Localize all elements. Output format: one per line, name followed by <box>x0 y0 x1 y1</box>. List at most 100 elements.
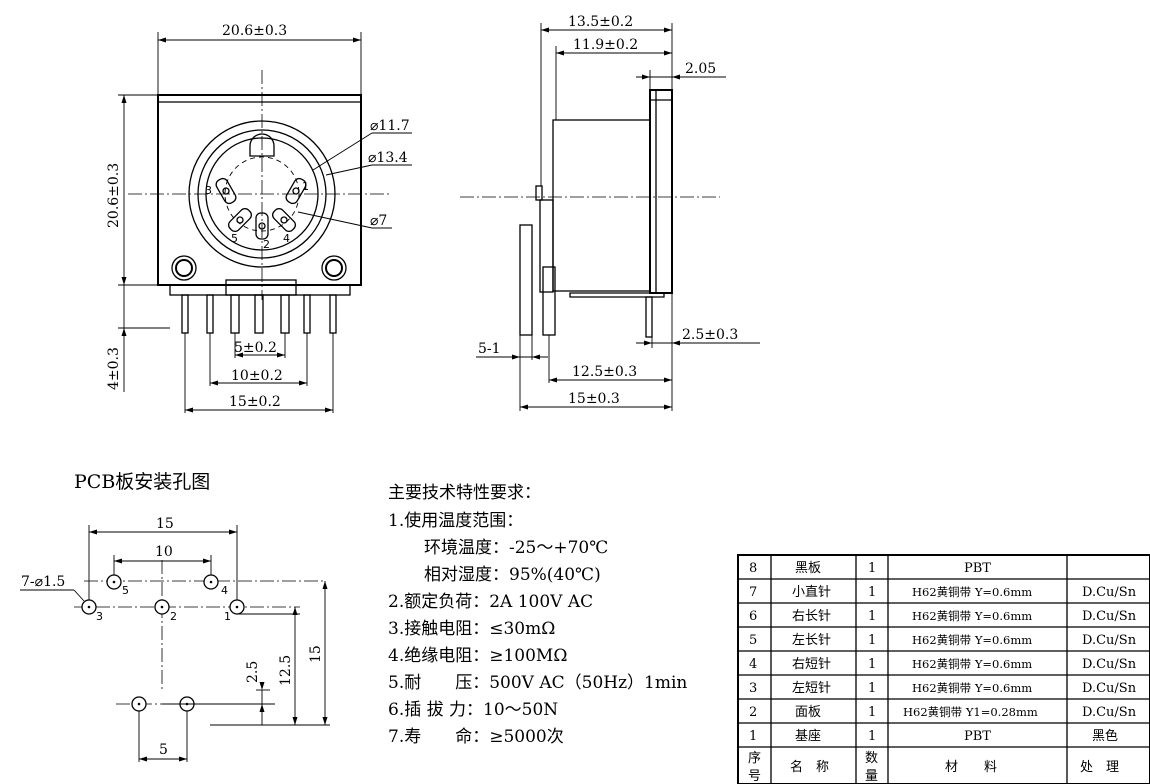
spec-line: 7.寿 命：≥5000次 <box>388 727 564 747</box>
bom-cell: 1 <box>868 657 876 672</box>
bom-cell: 基座 <box>795 729 821 744</box>
pcb-pin-label: 4 <box>221 584 228 597</box>
pcb-layout-title: PCB板安装孔图 <box>74 471 210 493</box>
spec-line: 3.接触电阻：≤30mΩ <box>388 619 555 639</box>
dim-outer-diameter: ⌀13.4 <box>368 150 408 166</box>
pin-label: 2 <box>263 238 270 251</box>
bom-cell: 黑板 <box>795 561 821 576</box>
bom-header-treatment: 处 理 <box>1080 760 1119 775</box>
bom-cell: D.Cu/Sn <box>1082 705 1137 720</box>
dim-pitch-15: 15±0.2 <box>229 394 281 410</box>
bom-header-qty: 数 <box>865 751 878 766</box>
bom-cell: 4 <box>749 657 757 672</box>
pcb-dim-10: 10 <box>155 544 173 560</box>
dim-pin-offset: 2.5±0.3 <box>682 327 738 343</box>
bom-cell: 右短针 <box>792 657 831 672</box>
bom-cell: 面板 <box>795 705 821 720</box>
bom-cell: 1 <box>868 561 876 576</box>
spec-title: 主要技术特性要求： <box>388 483 541 503</box>
contact-slots <box>215 177 307 240</box>
spec-line: 5.耐 压：500V AC（50Hz）1min <box>388 673 687 693</box>
bom-cell: D.Cu/Sn <box>1082 633 1137 648</box>
bom-cell: 左长针 <box>792 633 831 648</box>
bom-cell: PBT <box>964 729 991 744</box>
bom-cell: 1 <box>868 729 876 744</box>
bom-cell: H62黄铜带 Y1=0.28mm <box>903 705 1038 719</box>
inner-shell-circle <box>197 129 327 259</box>
pin-label: 4 <box>283 232 290 245</box>
pcb-dim-12-5: 12.5 <box>278 655 294 686</box>
bom-cell: H62黄铜带 Y=0.6mm <box>912 681 1032 695</box>
bom-cell: 6 <box>749 609 757 624</box>
pcb-dim-holes: 7-⌀1.5 <box>21 574 65 590</box>
spec-line: 4.绝缘电阻：≥100MΩ <box>388 646 567 666</box>
bom-row: 1 基座 1 PBT 黑色 <box>749 728 1118 744</box>
pcb-pin-label: 2 <box>170 610 177 623</box>
bom-cell: 1 <box>749 729 757 744</box>
dim-leg-span: 12.5±0.3 <box>572 364 637 380</box>
bom-cell: 右长针 <box>792 609 831 624</box>
spec-line: 6.插 拔 力：10～50N <box>388 700 558 720</box>
pcb-dim-5: 5 <box>159 742 168 758</box>
spec-line: 1.使用温度范围： <box>388 510 523 531</box>
bom-cell: H62黄铜带 Y=0.6mm <box>912 657 1032 671</box>
pcb-dim-2-5: 2.5 <box>245 661 261 683</box>
bom-table: 8 黑板 1 PBT 7 小直针 1 H62黄铜带 Y=0.6mm D.Cu/S… <box>737 554 1150 784</box>
side-view: 13.5±0.2 11.9±0.2 2.05 2.5±0.3 5-1 12.5±… <box>460 14 760 411</box>
dim-leg-gap: 5-1 <box>478 341 501 357</box>
bom-cell: 5 <box>749 633 757 648</box>
bom-cell: PBT <box>964 561 991 576</box>
bom-cell: H62黄铜带 Y=0.6mm <box>912 609 1032 623</box>
bom-cell: H62黄铜带 Y=0.6mm <box>912 633 1032 647</box>
bom-cell: 1 <box>868 609 876 624</box>
pin-label: 3 <box>205 184 212 197</box>
bom-row: 2 面板 1 H62黄铜带 Y1=0.28mm D.Cu/Sn <box>749 705 1137 720</box>
bom-cell: D.Cu/Sn <box>1082 681 1137 696</box>
bom-cell: 黑色 <box>1092 728 1118 744</box>
bom-header-material: 材 料 <box>945 760 997 775</box>
dim-front-height: 20.6±0.3 <box>106 163 122 228</box>
pcb-dim-15-v: 15 <box>308 645 324 663</box>
dim-inner-diameter: ⌀11.7 <box>370 118 410 134</box>
bom-row: 7 小直针 1 H62黄铜带 Y=0.6mm D.Cu/Sn <box>749 585 1137 600</box>
pcb-pin-label: 3 <box>96 610 103 623</box>
dim-overall: 15±0.3 <box>568 391 620 407</box>
bom-row: 8 黑板 1 PBT <box>749 561 991 576</box>
bom-cell: 1 <box>868 585 876 600</box>
pcb-pin-label: 5 <box>122 584 129 597</box>
front-pins <box>181 294 337 334</box>
spec-line: 环境温度：-25～+70℃ <box>424 538 608 558</box>
pin-label: 5 <box>231 232 238 245</box>
bom-cell: D.Cu/Sn <box>1082 657 1137 672</box>
bom-cell: 左短针 <box>792 681 831 696</box>
bom-row: 3 左短针 1 H62黄铜带 Y=0.6mm D.Cu/Sn <box>749 681 1137 696</box>
bom-row: 5 左长针 1 H62黄铜带 Y=0.6mm D.Cu/Sn <box>749 633 1137 648</box>
bom-row: 6 右长针 1 H62黄铜带 Y=0.6mm D.Cu/Sn <box>749 609 1137 624</box>
bom-cell: 1 <box>868 633 876 648</box>
dim-body-depth: 11.9±0.2 <box>573 37 638 53</box>
bom-header-no: 号 <box>748 769 761 784</box>
front-view: 1 2 3 4 5 20.6±0.3 20.6±0.3 <box>106 23 412 413</box>
pcb-dim-15: 15 <box>156 516 174 532</box>
pcb-layout: PCB板安装孔图 5 4 3 2 1 15 10 <box>20 471 330 762</box>
spec-line: 相对湿度：95%(40℃) <box>424 565 601 585</box>
bom-header-name: 名 称 <box>790 759 829 775</box>
pin-label: 1 <box>302 180 309 193</box>
bom-cell: 1 <box>868 705 876 720</box>
dim-pitch-5: 5±0.2 <box>234 340 277 356</box>
bom-cell: 小直针 <box>792 585 831 600</box>
bom-cell: 7 <box>749 585 757 600</box>
outer-shell-circle <box>188 120 336 268</box>
spec-block: 主要技术特性要求： 1.使用温度范围： 环境温度：-25～+70℃ 相对湿度：9… <box>388 483 687 747</box>
pcb-pin-label: 1 <box>224 610 231 623</box>
bom-cell: D.Cu/Sn <box>1082 609 1137 624</box>
dim-front-width: 20.6±0.3 <box>222 23 287 39</box>
pcb-holes <box>81 574 245 712</box>
bom-cell: 8 <box>749 561 757 576</box>
bom-cell: D.Cu/Sn <box>1082 585 1137 600</box>
dim-total-depth: 13.5±0.2 <box>568 14 633 30</box>
dim-pitch-10: 10±0.2 <box>231 368 283 384</box>
dim-pin-depth: 4±0.3 <box>106 347 122 390</box>
bom-cell: 3 <box>749 681 757 696</box>
